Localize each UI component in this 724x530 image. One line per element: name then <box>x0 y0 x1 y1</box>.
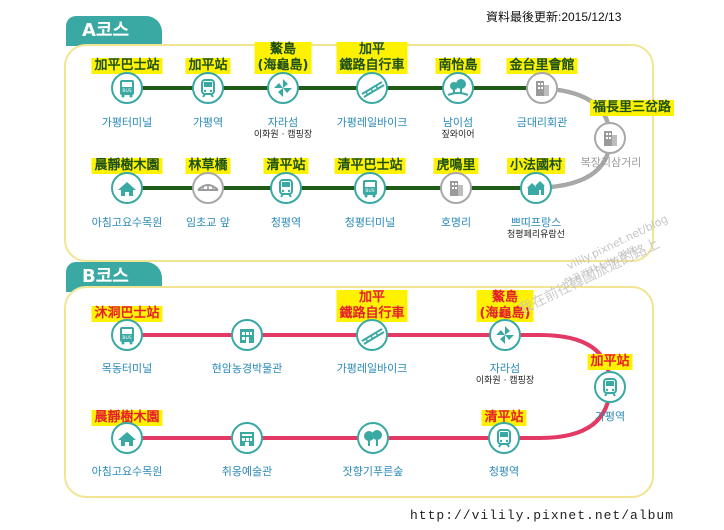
pinwheel-icon <box>489 319 521 351</box>
bus-icon: BUS <box>111 72 143 104</box>
svg-text:BUS: BUS <box>122 88 131 94</box>
course-a-stop-10-korean: 청평역 <box>270 216 302 229</box>
rail-bike-icon <box>356 319 388 351</box>
train-icon <box>192 72 224 104</box>
course-b-stop-5-label: 加平站 <box>587 354 633 370</box>
course-a-stop-5-label: 南怡島 <box>435 58 481 74</box>
course-b-stop-4-label: 鰲島(海龜島) <box>476 290 534 322</box>
course-b-stop-1-label: 沐洞巴士站 <box>91 306 163 322</box>
course-a-stop-11-korean: 청평터미널 <box>344 216 396 229</box>
course-a-stop-2-korean: 가평역 <box>192 116 224 129</box>
course-b-stop-9-label: 清平站 <box>481 410 527 426</box>
svg-text:BUS: BUS <box>365 188 374 194</box>
course-a-stop-6-korean: 금대리회관 <box>516 116 568 129</box>
course-a-stop-9-korean: 임초교 앞 <box>186 216 230 229</box>
building-icon <box>440 172 472 204</box>
course-a-stop-6-label: 金台里會館 <box>506 58 578 74</box>
rail-bike-icon <box>356 72 388 104</box>
course-a-stop-9-label: 林草橋 <box>185 158 231 174</box>
building-icon <box>526 72 558 104</box>
course-a-stop-7-korean: 복장리삼거리 <box>580 156 642 169</box>
course-a-stop-12-label: 虎鳴里 <box>433 158 479 174</box>
course-b-stop-2-korean: 현암농경박물관 <box>211 362 283 375</box>
course-a-stop-8-korean: 아침고요수목원 <box>91 216 163 229</box>
course-b-stop-5-korean: 가평역 <box>594 410 626 423</box>
garden-icon <box>111 172 143 204</box>
svg-text:BUS: BUS <box>122 335 131 341</box>
building-icon <box>594 122 626 154</box>
course-a-stop-11-label: 清平巴士站 <box>334 158 406 174</box>
island-icon <box>442 72 474 104</box>
bridge-icon <box>192 172 224 204</box>
last-updated: 資料最後更新:2015/12/13 <box>486 10 622 24</box>
course-a-stop-1-label: 加平巴士站 <box>91 58 163 74</box>
course-b-stop-3-label: 加平鐵路自行車 <box>336 290 408 322</box>
footer-url: http://vilily.pixnet.net/album <box>410 508 675 523</box>
course-b-stop-9-korean: 청평역 <box>488 465 520 478</box>
village-icon <box>520 172 552 204</box>
course-a-stop-10-label: 清平站 <box>263 158 309 174</box>
course-a-tab: A코스 <box>66 16 162 46</box>
train-icon <box>270 172 302 204</box>
forest-icon <box>357 422 389 454</box>
train-icon <box>488 422 520 454</box>
course-b-stop-6-korean: 아침고요수목원 <box>91 465 163 478</box>
course-b-stop-3-korean: 가평레일바이크 <box>336 362 408 375</box>
museum-icon <box>231 319 263 351</box>
course-a-stop-1-korean: 가평터미널 <box>101 116 153 129</box>
course-b-stop-8-korean: 잣향기푸른숲 <box>342 465 404 478</box>
garden-icon <box>111 422 143 454</box>
course-a-stop-13-label: 小法國村 <box>506 158 566 174</box>
course-a-stop-7-label: 福長里三岔路 <box>589 100 675 116</box>
pinwheel-icon <box>267 72 299 104</box>
course-b-stop-1-korean: 목동터미널 <box>101 362 153 375</box>
course-a-stop-2-label: 加平站 <box>185 58 231 74</box>
art-hall-icon <box>231 422 263 454</box>
course-a-stop-3-label: 鰲島(海龜島) <box>254 42 312 74</box>
course-b-stop-6-label: 晨靜樹木園 <box>91 410 163 426</box>
bus-icon: BUS <box>354 172 386 204</box>
course-a-stop-8-label: 晨靜樹木園 <box>91 158 163 174</box>
bus-icon: BUS <box>111 319 143 351</box>
course-a-stop-4-label: 加平鐵路自行車 <box>336 42 408 74</box>
course-a-stop-12-korean: 호명리 <box>440 216 472 229</box>
course-b-stop-7-korean: 취옹예술관 <box>221 465 273 478</box>
train-icon <box>594 371 626 403</box>
course-a-stop-4-korean: 가평레일바이크 <box>336 116 408 129</box>
